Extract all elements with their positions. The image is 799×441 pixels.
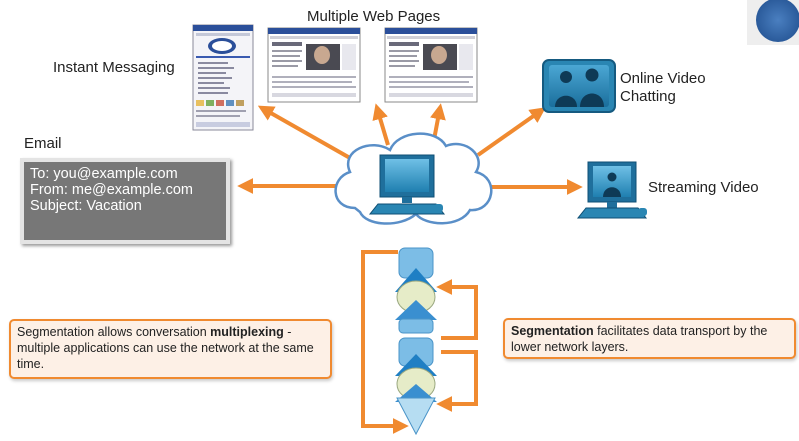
note-right-bold: Segmentation: [511, 324, 594, 338]
badge-icon: [756, 0, 799, 42]
web-page-icon: [267, 27, 361, 103]
email-subject: Subject: Vacation: [30, 198, 142, 214]
segment-stack: [395, 247, 437, 436]
right-loop-top: [441, 285, 478, 340]
computer-icon: [368, 154, 446, 215]
arrow-to-webpage-1: [372, 103, 390, 146]
note-left-text-2: - multiple applications can use the netw…: [17, 325, 314, 371]
note-left-bold: multiplexing: [210, 325, 284, 339]
note-right-text: facilitates data transport by the lower …: [511, 324, 768, 354]
arrow-to-video-chat: [476, 107, 546, 157]
email-message-box: To: you@example.com From: me@example.com…: [20, 158, 230, 244]
left-loop: [361, 250, 398, 428]
email-to: To: you@example.com: [30, 166, 178, 182]
web-page-icon-2: [384, 27, 478, 103]
label-instant-messaging: Instant Messaging: [53, 59, 175, 76]
streaming-monitor-icon: [576, 161, 648, 219]
arrow-to-im: [257, 105, 351, 160]
right-loop-bottom: [441, 350, 478, 406]
video-chat-icon: [542, 59, 616, 113]
im-window-icon: [192, 24, 254, 131]
note-left-text-1: Segmentation allows conversation: [17, 325, 211, 339]
label-web-pages: Multiple Web Pages: [307, 8, 441, 25]
note-transport: Segmentation facilitates data transport …: [503, 318, 796, 359]
email-from: From: me@example.com: [30, 182, 193, 198]
label-online-video-2: Chatting: [620, 88, 676, 105]
segment-loops: [361, 250, 478, 434]
note-multiplexing: Segmentation allows conversation multipl…: [9, 319, 332, 379]
label-streaming-video: Streaming Video: [648, 179, 759, 196]
label-online-video-1: Online Video: [620, 70, 706, 87]
label-email: Email: [24, 135, 62, 152]
